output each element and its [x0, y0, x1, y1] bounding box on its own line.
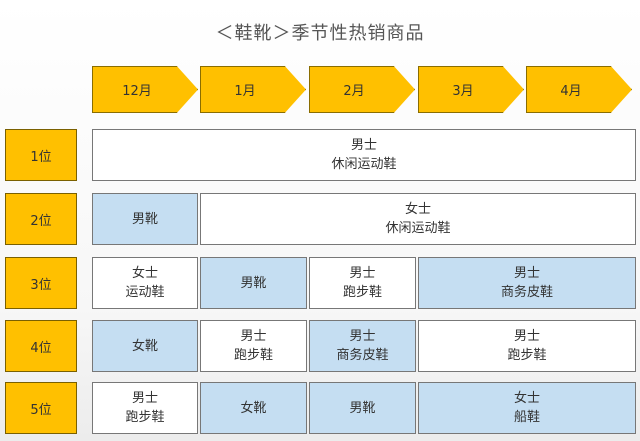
- cell-line: 女士: [404, 202, 431, 217]
- chart-title: ＜鞋靴＞季节性热销商品: [215, 23, 425, 44]
- month-arrow-feb: 2月: [309, 66, 415, 113]
- cell-r3-jan: 男靴: [200, 257, 307, 309]
- month-arrow-apr: 4月: [526, 66, 632, 113]
- cell-line: 女士: [131, 266, 158, 281]
- cell-line: 休闲运动鞋: [331, 157, 397, 172]
- rank-box-2: 2位: [5, 193, 77, 245]
- cell-line: 跑步鞋: [125, 410, 165, 425]
- cell-r3-feb: 男士 跑步鞋: [309, 257, 416, 309]
- cell-r5-dec: 男士 跑步鞋: [92, 382, 198, 434]
- cell-line: 商务皮鞋: [500, 285, 553, 300]
- cell-line: 商务皮鞋: [336, 348, 389, 363]
- cell-r5-mar-apr: 女士 船鞋: [418, 382, 636, 434]
- month-arrow-dec: 12月: [92, 66, 198, 113]
- cell-line: 男士: [240, 329, 267, 344]
- cell-r2-dec: 男靴: [92, 193, 198, 245]
- month-label: 1月: [234, 84, 256, 99]
- cell-line: 男靴: [131, 211, 158, 227]
- cell-line: 跑步鞋: [507, 348, 547, 363]
- cell-r4-feb: 男士 商务皮鞋: [309, 320, 416, 372]
- rank-box-5: 5位: [5, 382, 77, 434]
- cell-line: 男靴: [349, 400, 376, 416]
- cell-line: 女靴: [240, 400, 267, 416]
- rank-label: 2位: [30, 213, 52, 229]
- month-arrow-jan: 1月: [200, 66, 306, 113]
- cell-r4-dec: 女靴: [92, 320, 198, 372]
- rank-box-3: 3位: [5, 257, 77, 309]
- month-label: 12月: [122, 84, 152, 99]
- cell-line: 男士: [513, 266, 540, 281]
- month-arrow-mar: 3月: [418, 66, 524, 113]
- cell-line: 男士: [513, 329, 540, 344]
- cell-r2-jan-apr: 女士 休闲运动鞋: [200, 193, 636, 245]
- cell-line: 女士: [513, 391, 540, 406]
- cell-line: 男士: [349, 266, 376, 281]
- month-label: 2月: [343, 84, 365, 99]
- month-label: 4月: [560, 84, 582, 99]
- cell-r4-jan: 男士 跑步鞋: [200, 320, 307, 372]
- cell-line: 男士: [350, 138, 377, 153]
- rank-label: 1位: [30, 149, 52, 165]
- cell-line: 运动鞋: [125, 285, 165, 300]
- cell-r5-feb: 男靴: [309, 382, 416, 434]
- cell-line: 跑步鞋: [233, 348, 273, 363]
- cell-line: 男士: [349, 329, 376, 344]
- cell-r1-dec-apr: 男士 休闲运动鞋: [92, 129, 636, 181]
- cell-line: 女靴: [131, 338, 158, 354]
- cell-line: 跑步鞋: [342, 285, 382, 300]
- cell-r3-dec: 女士 运动鞋: [92, 257, 198, 309]
- cell-line: 船鞋: [513, 410, 540, 425]
- cell-r4-mar-apr: 男士 跑步鞋: [418, 320, 636, 372]
- cell-line: 休闲运动鞋: [385, 221, 451, 236]
- cell-line: 男士: [131, 391, 158, 406]
- rank-label: 4位: [30, 340, 52, 356]
- rank-box-4: 4位: [5, 320, 77, 372]
- rank-box-1: 1位: [5, 129, 77, 181]
- cell-r3-mar-apr: 男士 商务皮鞋: [418, 257, 636, 309]
- month-label: 3月: [452, 84, 474, 99]
- rank-label: 5位: [30, 402, 52, 418]
- cell-line: 男靴: [240, 275, 267, 291]
- cell-r5-jan: 女靴: [200, 382, 307, 434]
- rank-label: 3位: [30, 277, 52, 293]
